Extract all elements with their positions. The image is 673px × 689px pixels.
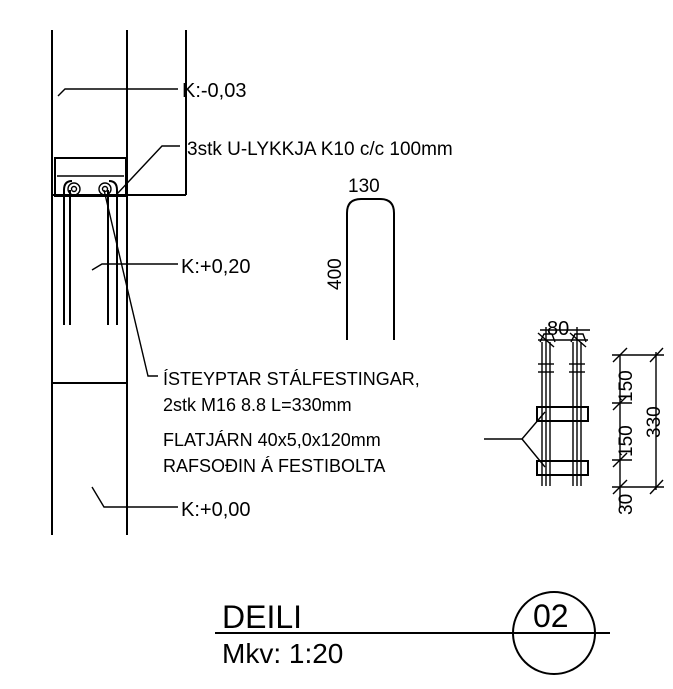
level-top-label: K:-0,03	[182, 80, 246, 102]
detail-number-circle	[512, 591, 596, 675]
dim-loop-height: 400	[325, 258, 346, 290]
leader-level-mid	[91, 263, 178, 271]
dim-330: 330	[644, 406, 665, 438]
dim-150-top: 150	[616, 370, 637, 402]
u-loop	[346, 198, 395, 340]
embedded-plate	[54, 157, 127, 197]
flatbar-label-line2: RAFSOÐIN Á FESTIBOLTA	[163, 456, 385, 476]
anchors-label-line1: ÍSTEYPTAR STÁLFESTINGAR,	[163, 369, 420, 389]
annotations: K:-0,03 3stk U-LYKKJA K10 c/c 100mm K:+0…	[163, 80, 453, 521]
bolt-elevation	[536, 327, 590, 486]
dim-bolt-spacing: 80	[547, 318, 569, 340]
dimension-lines	[537, 332, 664, 508]
dim-30: 30	[616, 494, 637, 515]
flat-bar-lower	[536, 460, 589, 476]
leader-flatbar-lower	[521, 438, 546, 468]
level-bottom-label: K:+0,00	[181, 499, 251, 521]
dim-loop-width: 130	[348, 176, 380, 197]
detail-scale: Mkv: 1:20	[222, 638, 343, 669]
anchor-bolt-circle-left	[67, 182, 81, 196]
flat-bar-upper	[536, 406, 589, 422]
dim-150-bottom: 150	[616, 425, 637, 457]
flatbar-label-line1: FLATJÁRN 40x5,0x120mm	[163, 430, 381, 450]
leader-u-loops	[116, 145, 180, 195]
anchor-bars-section	[63, 180, 118, 325]
dimension-texts: 130 400 80 150 150 30 330	[325, 176, 665, 515]
leader-anchors	[103, 189, 158, 377]
anchors-label-line2: 2stk M16 8.8 L=330mm	[163, 395, 352, 415]
title-block: DEILI Mkv: 1:20 02	[215, 591, 610, 675]
detail-title: DEILI	[222, 599, 302, 635]
leader-level-bottom	[91, 486, 178, 508]
leader-flatbar-upper	[484, 411, 546, 440]
leader-level-top	[57, 88, 178, 97]
detail-number: 02	[533, 598, 569, 634]
level-mid-label: K:+0,20	[181, 256, 251, 278]
u-loops-label: 3stk U-LYKKJA K10 c/c 100mm	[187, 139, 453, 160]
